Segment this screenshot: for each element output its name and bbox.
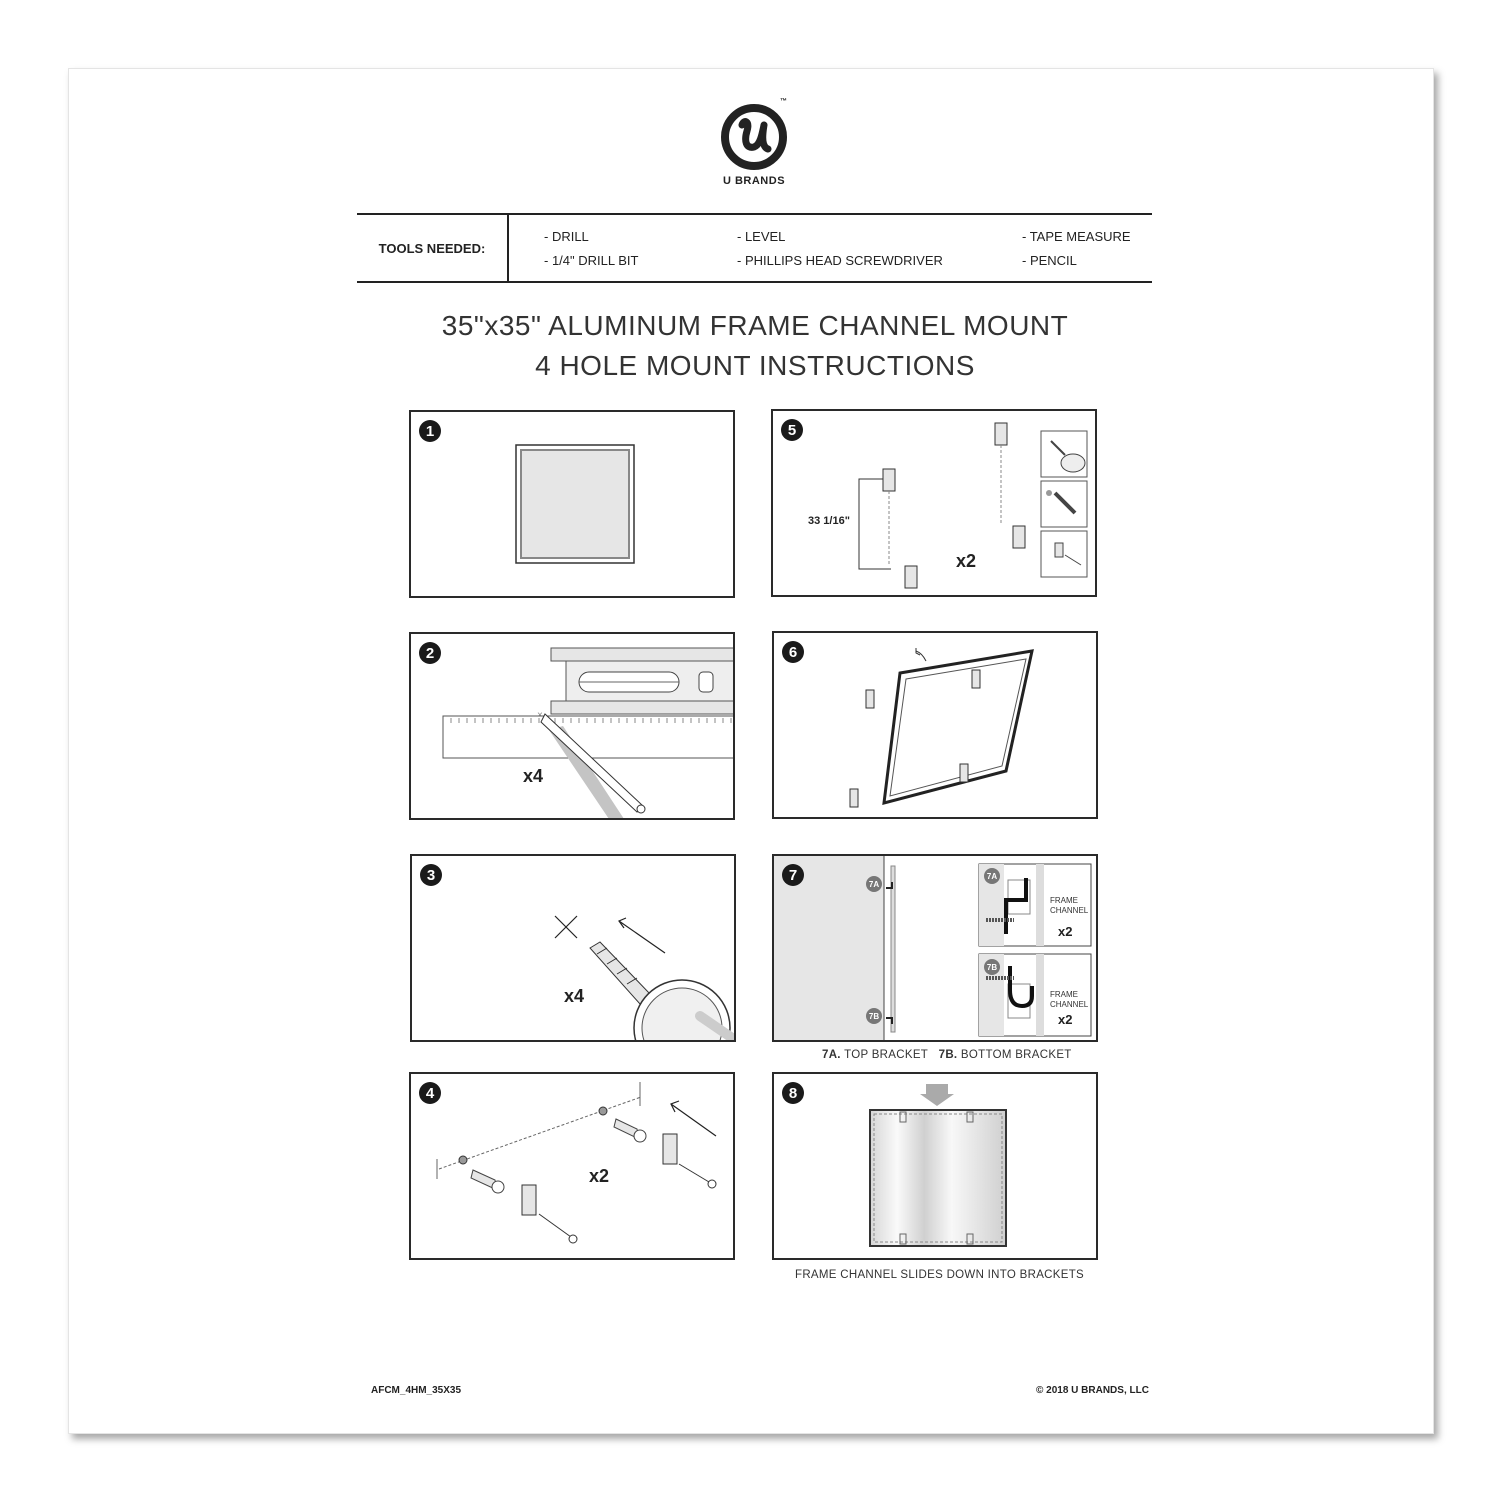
- tool-item: - DRILL: [544, 229, 589, 244]
- step-6-panel: 6: [772, 631, 1098, 819]
- instruction-sheet: [68, 68, 1434, 1434]
- multiplier-label-7a: x2: [1058, 924, 1073, 939]
- step-1-panel: 1: [409, 410, 735, 598]
- document-code: AFCM_4HM_35X35: [371, 1385, 462, 1396]
- tool-item: - LEVEL: [737, 229, 786, 244]
- step-2-panel: 2 × x4: [409, 632, 735, 820]
- step-number-badge: 6: [782, 641, 804, 663]
- tool-item: - 1/4" DRILL BIT: [544, 253, 639, 268]
- step-number-badge: 3: [420, 864, 442, 886]
- step-5-panel: 5 33 1/16" x2: [771, 409, 1097, 597]
- frame-slides-down-icon: [869, 1084, 1007, 1247]
- bracket-side-view-icon: [774, 856, 1092, 1040]
- detail-badge-7a: 7A: [984, 868, 1000, 884]
- tool-item: - PENCIL: [1022, 253, 1077, 268]
- step-8-panel: 8: [772, 1072, 1098, 1260]
- detail-badge-7b: 7B: [984, 959, 1000, 975]
- badge-7b: 7B: [866, 1008, 882, 1024]
- step-number-badge: 7: [782, 864, 804, 886]
- tools-needed-table: TOOLS NEEDED: - DRILL - 1/4" DRILL BIT -…: [357, 213, 1152, 283]
- tool-item: - PHILLIPS HEAD SCREWDRIVER: [737, 253, 943, 268]
- page-title-line2: 4 HOLE MOUNT INSTRUCTIONS: [535, 350, 975, 381]
- step-number-badge: 5: [781, 419, 803, 441]
- tools-needed-label: TOOLS NEEDED:: [357, 215, 509, 281]
- step-number-badge: 1: [419, 420, 441, 442]
- step-number-badge: 2: [419, 642, 441, 664]
- page-title-line1: 35"x35" ALUMINUM FRAME CHANNEL MOUNT: [441, 310, 1069, 341]
- measurement-label: 33 1/16": [808, 515, 850, 527]
- anchors-brackets-screws-icon: [436, 1082, 717, 1244]
- multiplier-label-7b: x2: [1058, 1012, 1073, 1027]
- copyright-notice: © 2018 U BRANDS, LLC: [1036, 1385, 1149, 1396]
- step-7-caption: 7A. TOP BRACKET 7B. BOTTOM BRACKET: [822, 1049, 1072, 1061]
- multiplier-label: x2: [956, 551, 977, 571]
- brand-name: U BRANDS: [722, 175, 786, 187]
- tool-item: - TAPE MEASURE: [1022, 229, 1131, 244]
- step-number-badge: 8: [782, 1082, 804, 1104]
- u-brands-logo-icon: [721, 104, 787, 170]
- multiplier-label: x4: [523, 766, 544, 786]
- step-number-badge: 4: [419, 1082, 441, 1104]
- step-4-panel: 4 x2: [409, 1072, 735, 1260]
- step-8-caption: FRAME CHANNEL SLIDES DOWN INTO BRACKETS: [795, 1269, 1085, 1281]
- multiplier-label: x2: [589, 1166, 610, 1186]
- drill-into-mark-icon: [554, 915, 734, 1040]
- frame-on-flat-surface-icon: [515, 444, 635, 564]
- level-ruler-pencil-mark-icon: ×: [442, 647, 733, 818]
- badge-7a: 7A: [866, 876, 882, 892]
- tilt-frame-onto-brackets-icon: [849, 648, 1034, 808]
- step-3-panel: 3 x4: [410, 854, 736, 1042]
- multiplier-label: x4: [564, 986, 585, 1006]
- bracket-spacing-icon: [858, 422, 1088, 589]
- trademark-symbol: ™: [780, 98, 787, 105]
